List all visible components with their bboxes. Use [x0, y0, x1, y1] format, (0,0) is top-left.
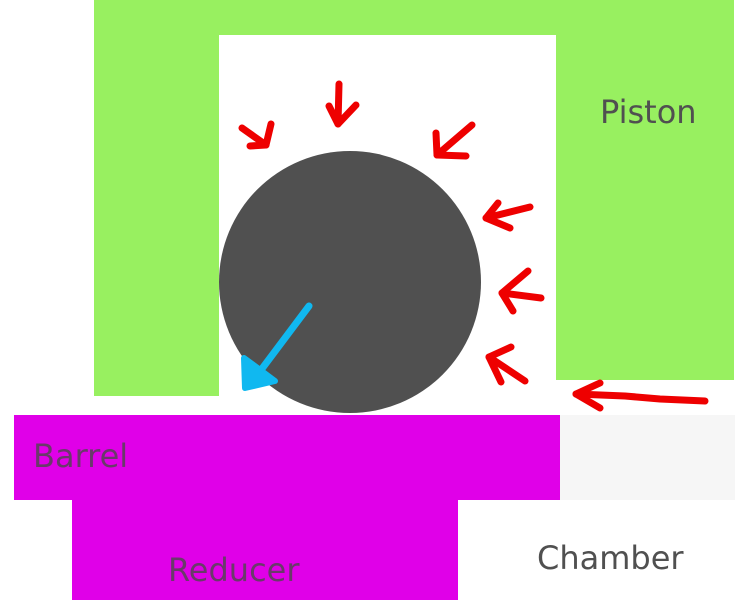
pressure-arrow-icon — [432, 121, 476, 160]
pressure-arrow-icon — [482, 199, 534, 232]
chamber-label: Chamber — [537, 539, 684, 577]
motion-arrow-icon — [241, 302, 313, 391]
piston-body — [94, 0, 734, 396]
chamber-gap — [560, 415, 735, 500]
reducer-label: Reducer — [168, 551, 300, 589]
pressure-arrow-icon — [238, 120, 275, 150]
pressure-arrow-icon — [498, 267, 545, 315]
ball — [219, 151, 481, 413]
piston-label: Piston — [600, 93, 697, 131]
pressure-arrow-long-icon — [572, 379, 709, 412]
barrel-body — [14, 415, 560, 500]
reducer-body — [72, 500, 458, 600]
barrel-label: Barrel — [33, 437, 128, 475]
pressure-arrow-icon — [485, 343, 529, 386]
pressure-arrow-icon — [325, 80, 360, 128]
pressure-arrows — [238, 80, 709, 412]
